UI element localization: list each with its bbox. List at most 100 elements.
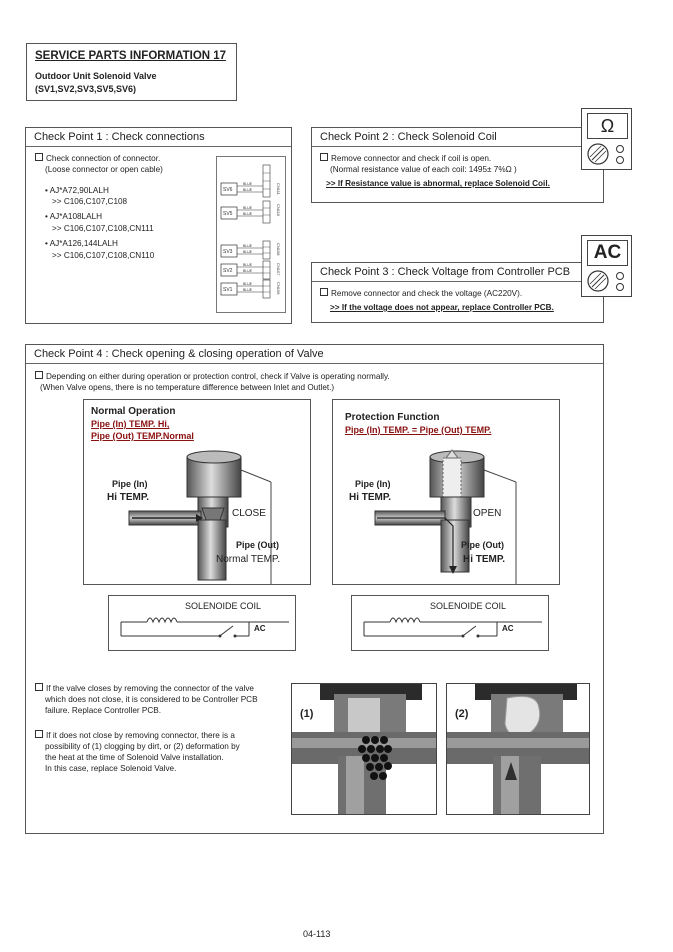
note-1: If the valve closes by removing the conn… <box>35 683 258 716</box>
cp2-line1-text: Remove connector and check if coil is op… <box>331 154 492 163</box>
coil-label: SOLENOIDE COIL <box>185 601 262 611</box>
check-point-4: Check Point 4 : Check opening & closing … <box>25 344 604 834</box>
check-point-3: Check Point 3 : Check Voltage from Contr… <box>311 262 604 323</box>
valve-photo-deformation: (2) <box>446 683 590 815</box>
cp1-line2: (Loose connector or open cable) <box>45 165 163 174</box>
deformation-illustration <box>447 684 589 814</box>
cp1-conn-1: >> C106,C107,C108 <box>52 197 128 206</box>
protection-pipe-out-temp: Hi TEMP. <box>463 554 506 565</box>
wire-label: BLUE <box>243 250 253 254</box>
note-2-line-4: In this case, replace Solenoid Valve. <box>45 764 177 773</box>
valve-sv6-label: SV6 <box>223 187 233 193</box>
protection-state: OPEN <box>473 508 502 519</box>
ohm-meter-icon: Ω <box>581 108 632 170</box>
wire-label: BLUE <box>243 206 253 210</box>
wire-label: BLUE <box>243 188 253 192</box>
coil-label: SOLENOIDE COIL <box>430 601 507 611</box>
cp4-intro-1: Depending on either during operation or … <box>35 371 390 382</box>
wire-label: BLUE <box>243 269 253 273</box>
coil-circuit-drawing <box>120 617 289 638</box>
normal-operation-panel: Normal Operation Pipe (In) TEMP. Hi, Pip… <box>83 399 311 585</box>
normal-pipe-out-temp: Normal TEMP. <box>216 554 281 565</box>
checkbox-icon <box>35 683 43 691</box>
cp2-action: >> If Resistance value is abnormal, repl… <box>326 178 550 189</box>
normal-pipe-in: Pipe (In) <box>112 479 148 489</box>
normal-cond-2: Pipe (Out) TEMP.Normal <box>91 431 194 441</box>
note-1-line-3: failure. Replace Controller PCB. <box>45 706 162 715</box>
connector-diagram-svg: SV6 BLUE BLUE CN111 SV5 BLUE BLUE <box>220 164 281 299</box>
checkbox-icon <box>320 153 328 161</box>
normal-state: CLOSE <box>232 508 266 519</box>
normal-pipe-out: Pipe (Out) <box>236 540 279 550</box>
ac-display: AC <box>587 240 628 266</box>
meter-dial-icon <box>587 143 624 165</box>
cp1-model-3: • AJ*A126,144LALH <box>45 239 118 248</box>
check-point-2: Check Point 2 : Check Solenoid Coil Remo… <box>311 127 604 203</box>
note-2-line-2: possibility of (1) clogging by dirt, or … <box>45 742 240 751</box>
cp1-line1-text: Check connection of connector. <box>46 154 161 163</box>
wire-label: BLUE <box>243 182 253 186</box>
cp3-action-text: >> If the voltage does not appear, repla… <box>330 303 554 312</box>
coil-circuit-right: SOLENOIDE COIL AC <box>351 595 549 651</box>
valve-photo-clogging: (1) <box>291 683 437 815</box>
cp4-title: Check Point 4 : Check opening & closing … <box>26 345 603 364</box>
cn-label: CN107 <box>276 263 281 276</box>
note-1-line-2: which does not close, it is considered t… <box>45 695 258 704</box>
valve-sv3-label: SV3 <box>223 249 233 255</box>
ac-label: AC <box>502 624 514 633</box>
open-valve-drawing <box>374 449 517 584</box>
protection-pipe-out: Pipe (Out) <box>461 540 504 550</box>
note-1-text: If the valve closes by removing the conn… <box>46 684 254 693</box>
checkbox-icon <box>35 371 43 379</box>
cp2-line1: Remove connector and check if coil is op… <box>320 153 491 164</box>
protection-cond: Pipe (In) TEMP. = Pipe (Out) TEMP. <box>345 425 492 435</box>
title-box: SERVICE PARTS INFORMATION 17 Outdoor Uni… <box>26 43 237 101</box>
photo-1-label: (1) <box>300 708 314 720</box>
protection-pipe-in: Pipe (In) <box>355 479 391 489</box>
ac-meter-icon: AC <box>581 235 632 297</box>
normal-cond-1: Pipe (In) TEMP. Hi, <box>91 419 170 429</box>
valve-sv2-label: SV2 <box>223 268 233 274</box>
normal-title: Normal Operation <box>91 406 176 417</box>
ac-label: AC <box>254 624 266 633</box>
coil-circuit-left: SOLENOIDE COIL AC <box>108 595 296 651</box>
cp3-line1: Remove connector and check the voltage (… <box>320 288 522 299</box>
cp1-title: Check Point 1 : Check connections <box>26 128 291 147</box>
cp2-action-text: >> If Resistance value is abnormal, repl… <box>326 179 550 188</box>
checkbox-icon <box>35 730 43 738</box>
page-title: SERVICE PARTS INFORMATION 17 <box>35 50 227 62</box>
valve-sv1-label: SV1 <box>223 287 233 293</box>
note-2-line-3: the heat at the time of Solenoid Valve i… <box>45 753 224 762</box>
wire-label: BLUE <box>243 244 253 248</box>
cp3-action: >> If the voltage does not appear, repla… <box>330 302 554 313</box>
wire-label: BLUE <box>243 282 253 286</box>
cp1-conn-3: >> C106,C107,C108,CN110 <box>52 251 155 260</box>
note-2: If it does not close by removing connect… <box>35 730 240 774</box>
cp2-line2: (Normal resistance value of each coil: 1… <box>330 165 517 174</box>
protection-title: Protection Function <box>345 412 440 423</box>
cp1-conn-2: >> C106,C107,C108,CN111 <box>52 224 154 233</box>
ohm-display: Ω <box>587 113 628 139</box>
page-number: 04-113 <box>303 929 331 939</box>
checkbox-icon <box>320 288 328 296</box>
cn-label: CN111 <box>276 183 281 196</box>
photo-2-label: (2) <box>455 708 469 720</box>
connector-diagram: SV6 BLUE BLUE CN111 SV5 BLUE BLUE <box>216 156 286 313</box>
cp4-intro-2: (When Valve opens, there is no temperatu… <box>40 383 335 392</box>
page-subtitle-1: Outdoor Unit Solenoid Valve <box>35 71 157 81</box>
wire-label: BLUE <box>243 288 253 292</box>
cn-label: CN106 <box>276 282 281 295</box>
cn-label: CN110 <box>276 204 281 217</box>
cp1-model-1: • AJ*A72,90LALH <box>45 186 109 195</box>
note-2-text: If it does not close by removing connect… <box>46 731 235 740</box>
cp4-intro-1-text: Depending on either during operation or … <box>46 372 390 381</box>
cn-label: CN108 <box>276 243 281 256</box>
check-point-1: Check Point 1 : Check connections Check … <box>25 127 292 324</box>
wire-label: BLUE <box>243 212 253 216</box>
cp2-title: Check Point 2 : Check Solenoid Coil <box>312 128 603 147</box>
meter-dial-icon <box>587 270 624 292</box>
protection-function-panel: Protection Function Pipe (In) TEMP. = Pi… <box>332 399 560 585</box>
cp1-line1: Check connection of connector. <box>35 153 160 164</box>
valve-sv5-label: SV5 <box>223 211 233 217</box>
